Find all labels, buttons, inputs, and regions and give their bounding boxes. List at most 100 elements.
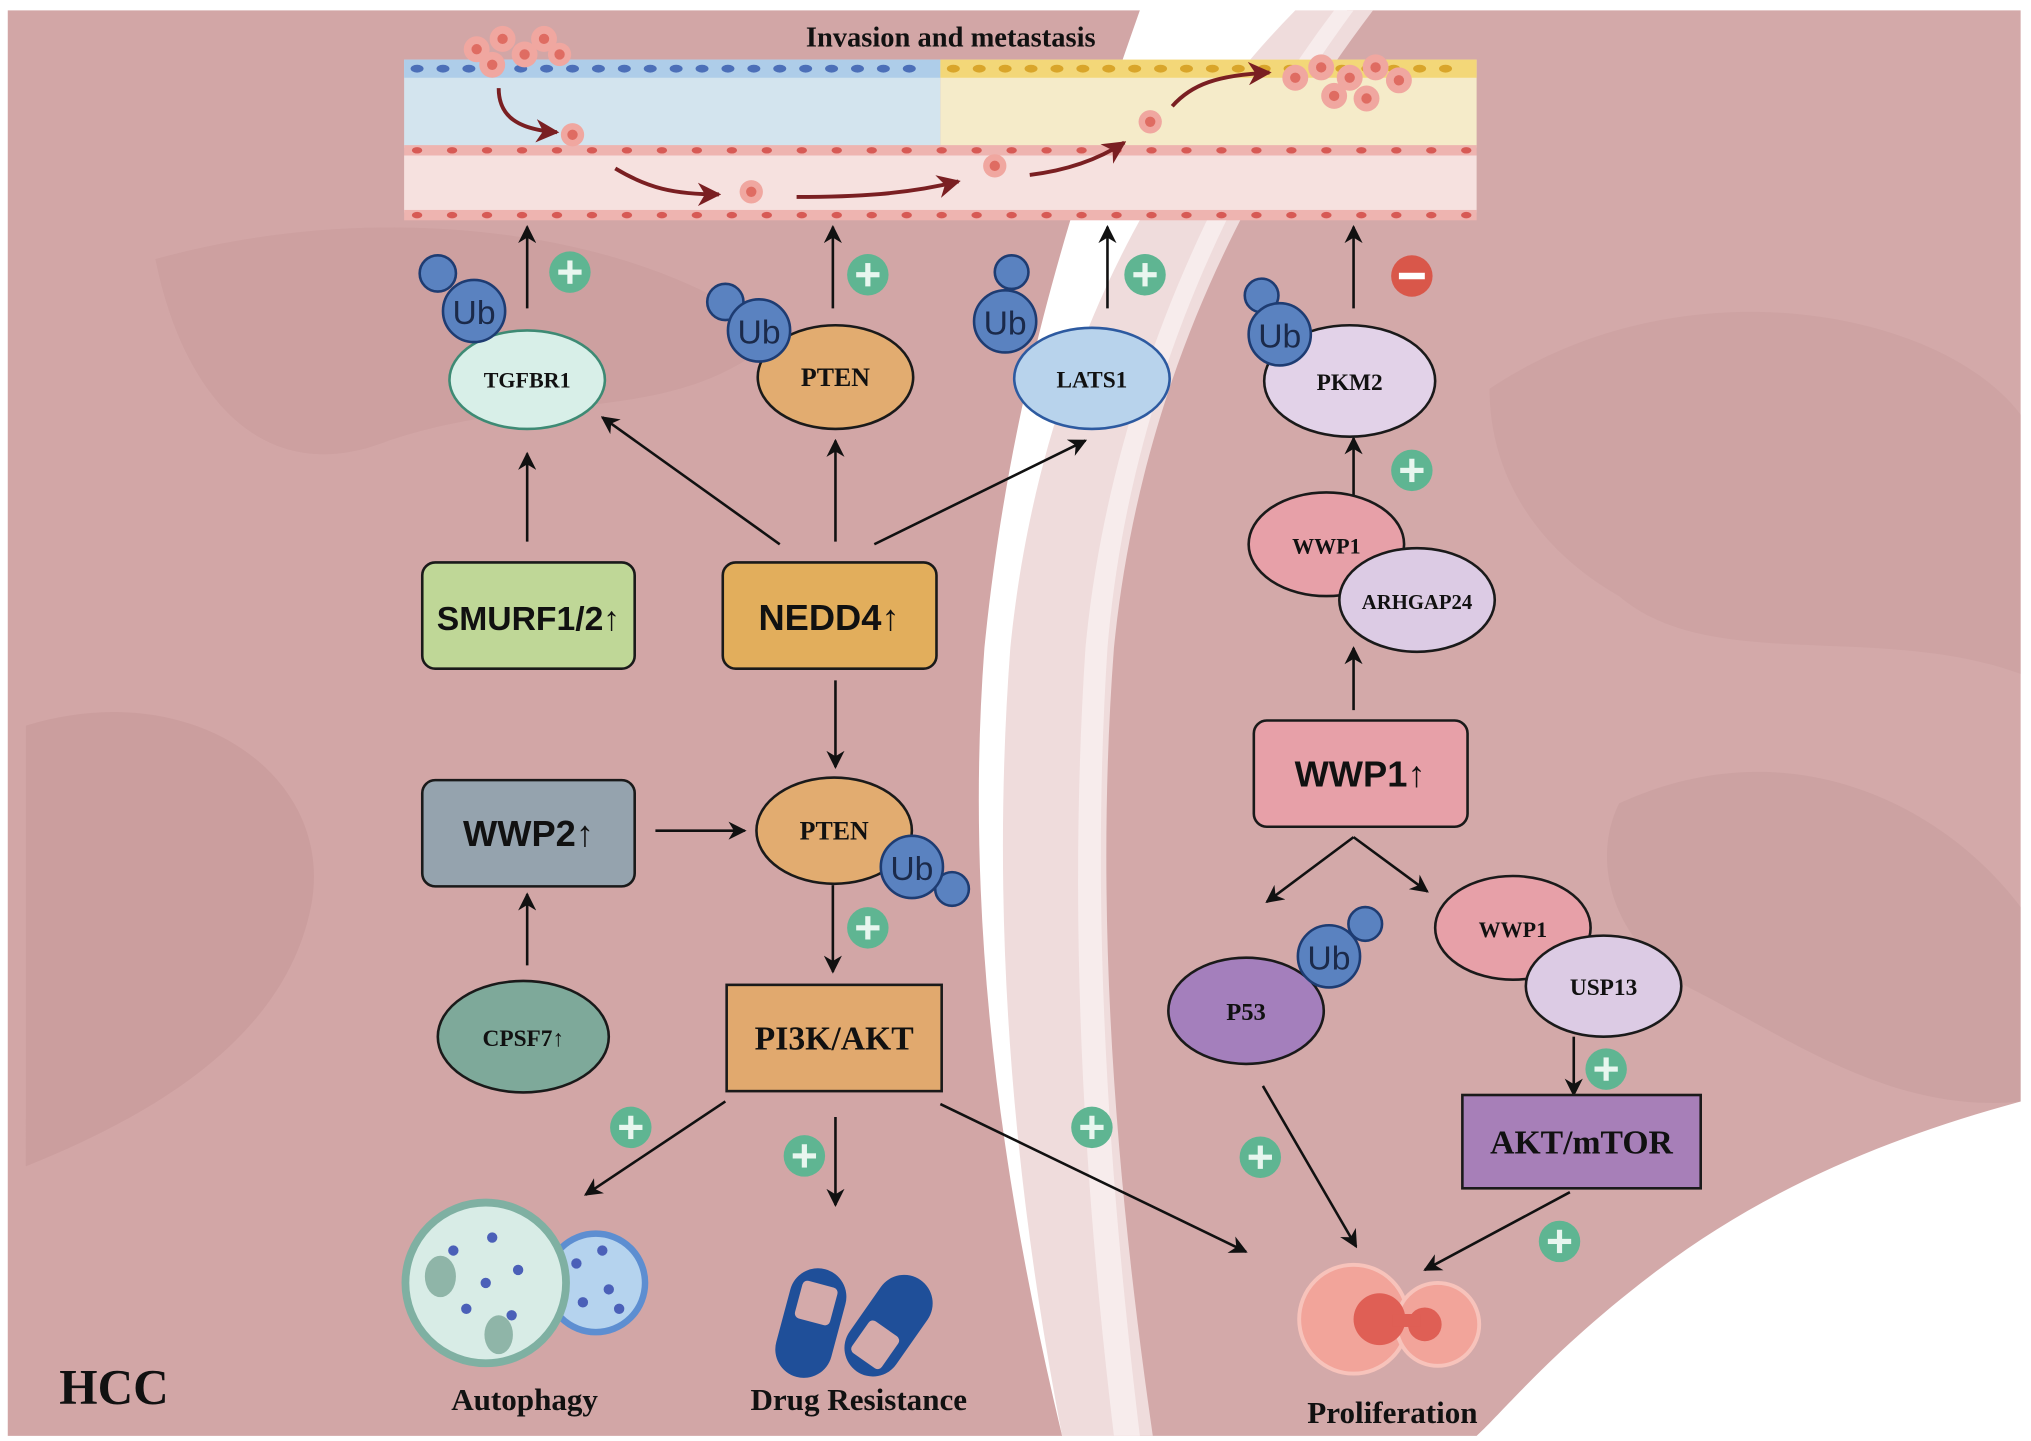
cell-nucleus bbox=[761, 211, 772, 219]
outcome-drug-resistance-label: Drug Resistance bbox=[750, 1382, 967, 1417]
node-tgfbr1-label: TGFBR1 bbox=[484, 367, 571, 392]
node-wwp1-box-label: WWP1↑ bbox=[1295, 754, 1426, 795]
tumor-cluster-metastasis bbox=[1282, 54, 1412, 112]
node-arhgap24-label: ARHGAP24 bbox=[1362, 592, 1472, 614]
arrow-nedd4-to-tgfbr1 bbox=[600, 416, 781, 546]
cell-nucleus bbox=[796, 211, 807, 219]
ubiquitin-label: Ub bbox=[890, 851, 933, 888]
node-pten-top-label: PTEN bbox=[801, 363, 870, 392]
cell-nucleus bbox=[436, 64, 450, 73]
ubiquitin-pkm2: Ub bbox=[1243, 277, 1313, 367]
cell-nucleus bbox=[669, 64, 683, 73]
node-arhgap24 bbox=[1338, 546, 1497, 654]
complex-wwp1-arhgap24: WWP1 ARHGAP24 bbox=[1247, 491, 1497, 654]
node-akt-mtor-label: AKT/mTOR bbox=[1490, 1124, 1673, 1161]
cell-nucleus bbox=[876, 64, 890, 73]
cell-nucleus bbox=[656, 211, 668, 219]
cell-nucleus bbox=[971, 147, 982, 154]
drug-resistance-pill-icon bbox=[775, 1268, 933, 1378]
cell-nucleus bbox=[1006, 211, 1017, 219]
tissue-shading-2 bbox=[25, 712, 314, 1167]
cell-nucleus bbox=[850, 64, 864, 73]
plus-badge-icon bbox=[1585, 1048, 1627, 1090]
cell-nucleus bbox=[1391, 211, 1402, 219]
cell-nucleus bbox=[1216, 147, 1227, 154]
migration-arrows bbox=[496, 61, 1272, 207]
cell-nucleus bbox=[747, 64, 761, 73]
hcc-label: HCC bbox=[59, 1359, 168, 1414]
outcome-autophagy-label: Autophagy bbox=[451, 1382, 598, 1417]
node-pten-mid: PTEN bbox=[755, 776, 914, 886]
cell-nucleus bbox=[691, 211, 703, 219]
plus-badge-icon bbox=[783, 1135, 826, 1177]
cell-nucleus bbox=[936, 147, 947, 154]
migration-arrow-4 bbox=[1029, 140, 1127, 177]
cell-nucleus bbox=[643, 64, 657, 73]
node-pi3k-label: PI3K/AKT bbox=[755, 1021, 914, 1058]
node-wwp2-label: WWP2↑ bbox=[463, 813, 594, 854]
cell-nucleus bbox=[446, 147, 458, 154]
plus-badge-icon bbox=[847, 253, 889, 296]
migration-arrow-3 bbox=[796, 175, 961, 199]
ubiquitin-tgfbr1: Ub bbox=[418, 253, 507, 344]
membrane-cells bbox=[411, 147, 1472, 219]
node-lats1-label: LATS1 bbox=[1057, 367, 1128, 393]
cell-nucleus bbox=[411, 147, 423, 154]
cell-nucleus bbox=[621, 211, 633, 219]
cell-nucleus bbox=[1146, 147, 1157, 154]
ubiquitin-icon bbox=[1296, 923, 1362, 989]
cell-nucleus bbox=[566, 64, 579, 73]
bottom-right-cutout bbox=[1489, 1114, 2031, 1441]
ubiquitin-icon bbox=[879, 834, 945, 900]
cell-nucleus bbox=[866, 147, 877, 154]
ubiquitin-label: Ub bbox=[984, 305, 1027, 342]
vessel-band-inner bbox=[1078, 10, 1354, 1436]
cell-nucleus bbox=[1321, 147, 1332, 154]
cell-nucleus bbox=[617, 64, 631, 73]
cell-nucleus bbox=[516, 147, 528, 154]
cell-nucleus bbox=[901, 211, 912, 219]
arrow-p53-to-proliferation bbox=[1261, 1085, 1358, 1249]
cell-nucleus bbox=[591, 64, 605, 73]
cell-nucleus bbox=[773, 64, 787, 73]
ubiquitin-small-icon bbox=[1347, 905, 1384, 943]
cell-nucleus bbox=[1041, 211, 1052, 219]
cell-nucleus bbox=[1391, 147, 1402, 154]
cell-nucleus bbox=[1076, 64, 1090, 73]
ubiquitin-label: Ub bbox=[453, 295, 496, 332]
cell-nucleus bbox=[761, 147, 772, 154]
node-smurf-label: SMURF1/2↑ bbox=[437, 601, 620, 638]
plus-badge-icon bbox=[1071, 1106, 1113, 1149]
node-pten-top: PTEN bbox=[756, 323, 915, 431]
node-smurf1-2: SMURF1/2↑ bbox=[420, 561, 636, 670]
migrating-tumor-cells bbox=[560, 110, 1162, 204]
node-pkm2: PKM2 bbox=[1262, 323, 1437, 439]
plus-badge-icon bbox=[610, 1106, 652, 1149]
arrow-wwp1-to-usp13-complex bbox=[1352, 836, 1429, 893]
ubiquitin-label: Ub bbox=[1258, 318, 1301, 355]
cell-nucleus bbox=[1076, 147, 1087, 154]
cell-nucleus bbox=[551, 147, 563, 154]
cell-nucleus bbox=[586, 147, 598, 154]
cell-nucleus bbox=[998, 64, 1012, 73]
plus-badge-icon bbox=[847, 907, 889, 949]
ubiquitin-small-icon bbox=[418, 253, 458, 293]
ubiquitin-icon bbox=[726, 298, 792, 363]
node-pi3k-akt: PI3K/AKT bbox=[725, 983, 943, 1093]
cell-nucleus bbox=[799, 64, 813, 73]
node-lats1: LATS1 bbox=[1012, 326, 1171, 431]
cell-nucleus bbox=[446, 211, 458, 219]
cell-nucleus bbox=[1426, 211, 1437, 219]
node-p53-label: P53 bbox=[1226, 999, 1266, 1026]
cell-nucleus bbox=[1205, 64, 1219, 73]
cell-nucleus bbox=[1439, 64, 1453, 73]
cell-nucleus bbox=[796, 147, 807, 154]
cell-nucleus bbox=[831, 147, 842, 154]
plus-badge-icon bbox=[1239, 1136, 1282, 1178]
plus-badge-icon bbox=[1538, 1220, 1581, 1263]
cell-nucleus bbox=[551, 211, 563, 219]
cell-nucleus bbox=[1006, 147, 1017, 154]
cell-nucleus bbox=[971, 211, 982, 219]
